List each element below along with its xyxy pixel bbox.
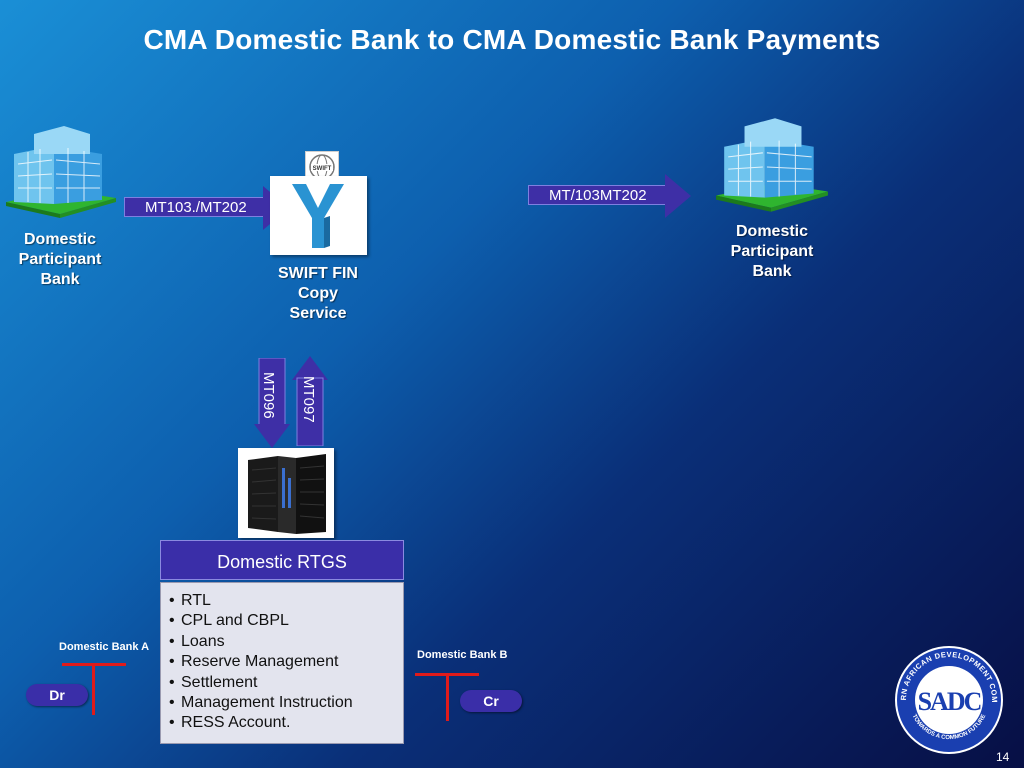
svg-text:Y-Copy: Y-Copy [332, 212, 351, 218]
bank-a-t-account-stem [92, 663, 95, 715]
right-bank-building-icon [716, 118, 828, 212]
list-item: RTL [169, 591, 403, 612]
bank-b-t-account-stem [446, 673, 449, 721]
list-item: Reserve Management [169, 652, 403, 673]
list-item: CPL and CBPL [169, 611, 403, 632]
server-rack-icon [248, 454, 326, 534]
slide-title: CMA Domestic Bank to CMA Domestic Bank P… [143, 24, 881, 55]
list-item: RESS Account. [169, 713, 403, 734]
page-number: 14 [996, 750, 1010, 764]
right-message-arrow: MT/103MT202 [528, 174, 691, 218]
up-arrow-icon [292, 356, 328, 446]
bank-a-label: Domestic Bank A [59, 641, 150, 653]
swift-y-copy-icon: Y-Copy [292, 184, 351, 248]
debit-badge: Dr [26, 684, 88, 706]
left-message-arrow: MT103./MT202 [124, 186, 289, 230]
list-item: Loans [169, 632, 403, 653]
swift-service-box: Y-Copy [270, 176, 367, 255]
svg-text:SWIFT: SWIFT [313, 166, 332, 172]
left-bank-label: Domestic Participant Bank [18, 231, 102, 288]
rtgs-server-box [238, 448, 334, 538]
swift-service-label: SWIFT FIN Copy Service [278, 265, 358, 322]
sadc-logo-icon: SOUTHERN AFRICAN DEVELOPMENT COMMUNITY T… [892, 644, 1003, 754]
right-bank-label: Domestic Participant Bank [730, 223, 814, 280]
credit-badge: Cr [460, 690, 522, 712]
svg-text:SADC: SADC [918, 687, 981, 716]
down-arrow-icon [254, 358, 290, 448]
up-message-label: MT097 [300, 376, 317, 423]
rtgs-item-list: RTL CPL and CBPL Loans Reserve Managemen… [160, 582, 404, 744]
list-item: Settlement [169, 673, 403, 694]
left-bank-building-icon [6, 126, 116, 218]
down-message-label: MT096 [260, 372, 277, 419]
bank-b-label: Domestic Bank B [417, 649, 508, 661]
rtgs-header: Domestic RTGS [160, 540, 404, 580]
list-item: Management Instruction [169, 693, 403, 714]
